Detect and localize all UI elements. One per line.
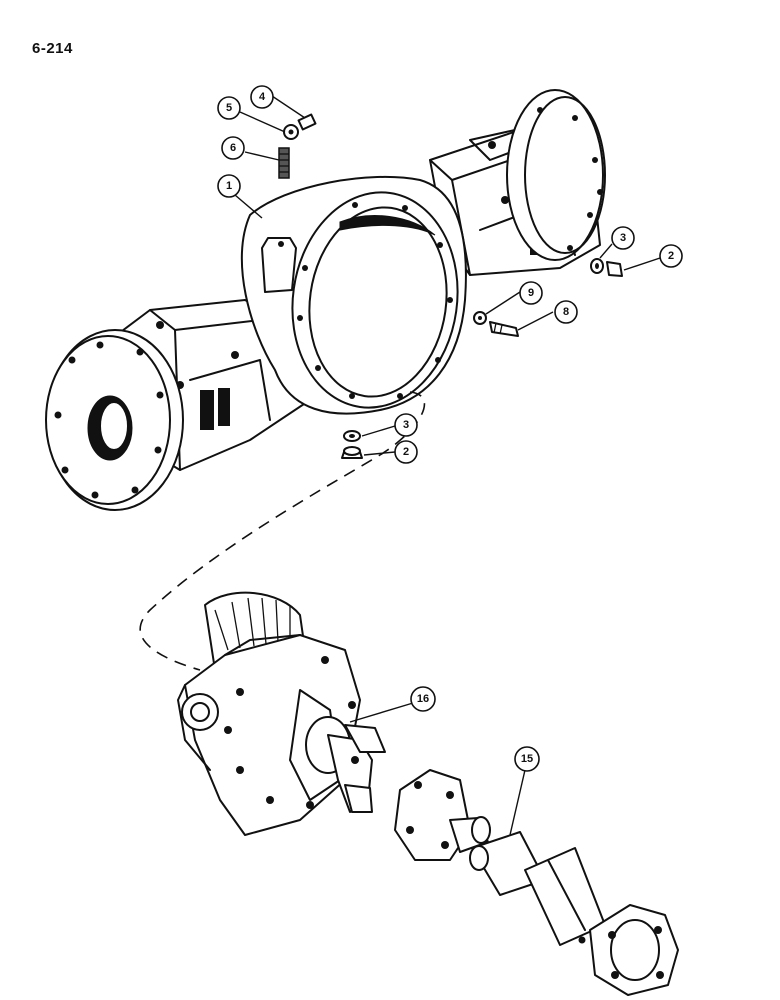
callout-15: 15 (514, 746, 540, 772)
differential-assembly (177, 591, 386, 836)
svg-text:2: 2 (668, 250, 674, 262)
callout-6: 6 (221, 136, 245, 160)
callout-2-lower: 2 (394, 440, 418, 464)
svg-text:3: 3 (620, 232, 626, 244)
svg-text:2: 2 (403, 446, 409, 458)
page-number: 6-214 (32, 40, 73, 57)
bolt-and-nut (473, 311, 519, 337)
svg-text:1: 1 (226, 180, 232, 192)
leader-lines (234, 95, 661, 836)
svg-text:3: 3 (403, 419, 409, 431)
callout-3-lower: 3 (394, 413, 418, 437)
svg-text:6: 6 (230, 142, 236, 154)
axle-housing (45, 89, 606, 511)
callout-5: 5 (217, 96, 241, 120)
svg-text:8: 8 (563, 306, 569, 318)
breather-fitting (278, 113, 317, 179)
callout-16: 16 (410, 686, 436, 712)
svg-text:9: 9 (528, 287, 534, 299)
driveshaft-assembly (394, 769, 679, 996)
callout-2-right: 2 (659, 244, 683, 268)
svg-text:16: 16 (417, 693, 429, 705)
callout-8: 8 (554, 300, 578, 324)
svg-text:15: 15 (521, 753, 533, 765)
callout-1: 1 (217, 174, 241, 198)
drain-plug-washer (341, 430, 363, 459)
svg-text:5: 5 (226, 102, 232, 114)
callout-3-right: 3 (611, 226, 635, 250)
callout-9: 9 (519, 281, 543, 305)
callout-4: 4 (250, 85, 274, 109)
svg-text:4: 4 (259, 91, 266, 103)
right-plug-washer (590, 258, 623, 277)
